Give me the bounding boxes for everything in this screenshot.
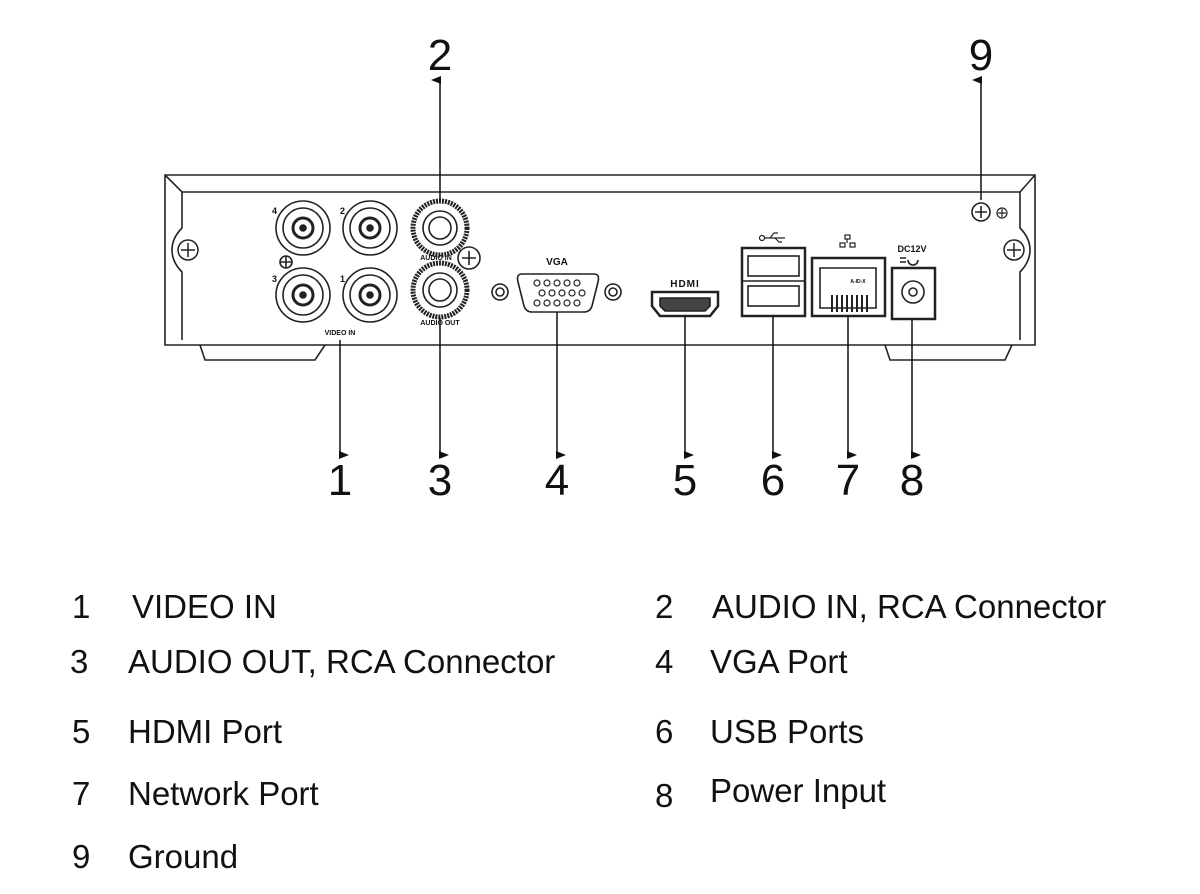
bnc-label-3: 3 [272,274,277,284]
legend-label: Ground [128,838,239,875]
legend-label: HDMI Port [128,713,283,750]
usb-ports [740,246,807,318]
video-in-bnc-group [275,200,398,323]
legend-number: 7 [72,775,91,812]
legend-number: 3 [70,643,89,680]
vga-label: VGA [546,257,568,268]
legend-number: 6 [655,713,674,750]
callout-number-9: 9 [969,31,993,80]
legend-label: AUDIO IN, RCA Connector [712,588,1107,625]
legend-number: 5 [72,713,91,750]
ground-symbol-icon [996,207,1008,219]
video-in-label: VIDEO IN [325,330,356,337]
callout-lines [339,76,982,459]
network-port [810,256,887,318]
legend-label: Power Input [710,772,887,809]
screw-right [1003,239,1025,261]
audio-out-rca-connector [410,260,470,320]
bnc-label-1: 1 [340,274,345,284]
legend-label: VIDEO IN [132,588,277,625]
foot-right [884,344,1013,361]
bnc-connector-1 [342,267,398,323]
callout-number-6: 6 [761,456,785,505]
usb-icon [758,232,785,243]
dc12v-label: DC12V [897,244,926,254]
audio-in-label: AUDIO IN [420,255,452,262]
bnc-connector-2 [342,200,398,256]
callout-number-8: 8 [900,456,924,505]
ground-screw-icon [457,246,481,270]
callout-number-5: 5 [673,456,697,505]
hdmi-port [650,290,720,318]
hdmi-logo: HDMI [670,279,700,290]
power-input-jack [890,257,937,321]
legend-number: 8 [655,777,674,814]
network-icon [839,234,856,248]
callout-number-4: 4 [545,456,569,505]
legend-label: VGA Port [710,643,848,680]
bnc-connector-3 [275,267,331,323]
bnc-label-2: 2 [340,206,345,216]
callout-number-7: 7 [836,456,860,505]
bnc-connector-4 [275,200,331,256]
ground-screw [971,202,991,222]
legend-number: 9 [72,838,91,875]
screw-left [177,239,199,261]
legend-number: 4 [655,643,674,680]
vga-port [491,273,622,313]
rj45-label: A-ID-X [850,279,866,285]
legend-label: USB Ports [710,713,865,750]
legend-number: 2 [655,588,674,625]
callout-number-1: 1 [328,456,352,505]
callout-number-3: 3 [428,456,452,505]
bnc-label-4: 4 [272,206,277,216]
legend-label: AUDIO OUT, RCA Connector [128,643,556,680]
legend-label: Network Port [128,775,319,812]
foot-left [199,344,326,361]
legend-number: 1 [72,588,91,625]
ground-symbol-icon [279,255,293,269]
audio-in-rca-connector [410,198,470,258]
device-body [164,174,1036,361]
callout-number-2: 2 [428,31,452,80]
